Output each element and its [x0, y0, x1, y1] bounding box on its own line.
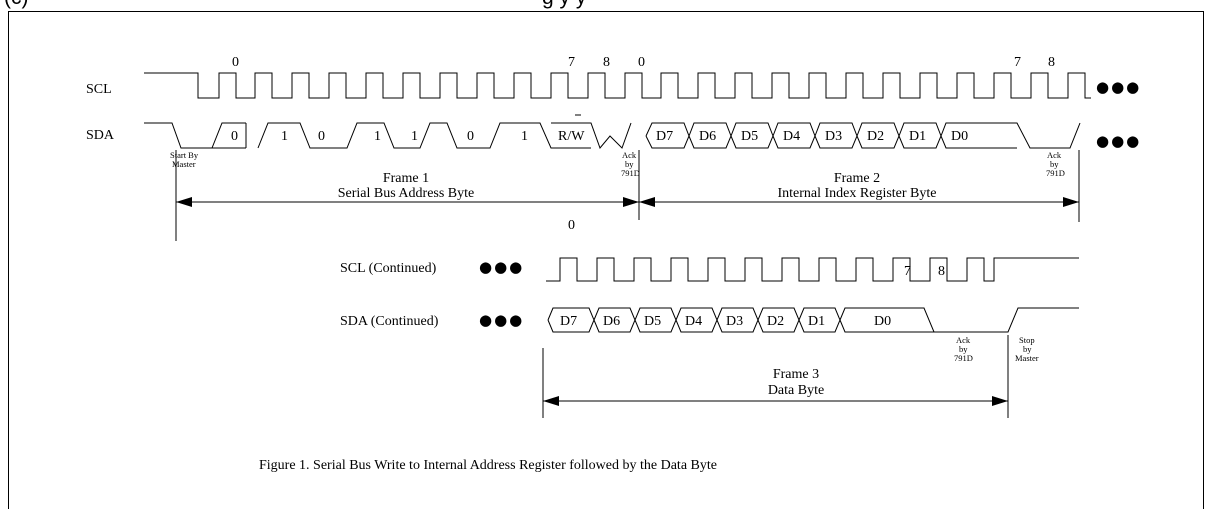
ack-annotation: by — [959, 344, 968, 354]
ellipsis-dots: ●●● — [1096, 78, 1141, 96]
frame2-subtitle: Internal Index Register Byte — [777, 186, 936, 201]
frame3-subtitle: Data Byte — [768, 383, 824, 398]
data-bit: D4 — [783, 129, 800, 144]
header-right-text: g y y — [542, 0, 586, 10]
ack-annotation: 791D — [621, 168, 640, 178]
address-bit: 1 — [521, 129, 528, 144]
data-bit: D1 — [808, 314, 825, 329]
frame2-title: Frame 2 — [834, 171, 880, 186]
clock-number: 0 — [568, 218, 575, 233]
ack-annotation: 791D — [954, 353, 973, 363]
data-bit: D4 — [685, 314, 702, 329]
stop-annotation: by — [1023, 344, 1032, 354]
address-bit: 1 — [281, 129, 288, 144]
ack-annotation: Ack — [622, 150, 637, 160]
ack-annotation: 791D — [1046, 168, 1065, 178]
address-bit: 0 — [318, 129, 325, 144]
frame1-subtitle: Serial Bus Address Byte — [338, 186, 475, 201]
clock-number: 7 — [568, 55, 575, 70]
clock-number: 8 — [603, 55, 610, 70]
data-bit: D3 — [726, 314, 743, 329]
scl-waveform — [144, 72, 1091, 99]
ack-annotation: Ack — [1047, 150, 1062, 160]
clock-number: 8 — [938, 264, 945, 279]
stop-annotation: Master — [1015, 353, 1039, 363]
data-bit: D1 — [909, 129, 926, 144]
header-left-text: (c) — [4, 0, 29, 10]
stop-annotation: Stop — [1019, 335, 1035, 345]
clock-number: 0 — [638, 55, 645, 70]
data-bit: D7 — [560, 314, 577, 329]
start-annotation: Master — [172, 159, 196, 169]
frame1-span-arrow — [176, 197, 639, 207]
clock-number: 7 — [1014, 55, 1021, 70]
address-bit: 0 — [467, 129, 474, 144]
frame1-title: Frame 1 — [383, 171, 429, 186]
address-bit: 0 — [231, 129, 238, 144]
frame2-span-arrow — [639, 197, 1079, 207]
scl-continued-waveform — [546, 257, 1079, 282]
data-bit: D5 — [741, 129, 758, 144]
frame3-title: Frame 3 — [773, 367, 819, 382]
data-bit: D2 — [767, 314, 784, 329]
data-byte-cells-frame2 — [645, 122, 1081, 149]
rw-bit-label: R/W — [558, 129, 585, 144]
figure-caption: Figure 1. Serial Bus Write to Internal A… — [259, 458, 717, 473]
ack-annotation: by — [1050, 159, 1059, 169]
start-annotation: Start By — [170, 150, 199, 160]
ellipsis-dots: ●●● — [1096, 132, 1141, 150]
data-bit: D0 — [874, 314, 891, 329]
ellipsis-dots: ●●● — [479, 258, 524, 276]
sda-waveform — [144, 114, 632, 149]
address-bit: 1 — [411, 129, 418, 144]
ellipsis-dots: ●●● — [479, 311, 524, 329]
address-bit: 1 — [374, 129, 381, 144]
data-bit: D7 — [656, 129, 673, 144]
data-bit: D6 — [699, 129, 716, 144]
sda-label: SDA — [86, 128, 115, 143]
data-bit: D5 — [644, 314, 661, 329]
data-bit: D2 — [867, 129, 884, 144]
data-bit: D6 — [603, 314, 620, 329]
scl-label: SCL — [86, 82, 112, 97]
ack-annotation: by — [625, 159, 634, 169]
clock-number: 7 — [904, 264, 911, 279]
clock-number: 8 — [1048, 55, 1055, 70]
ack-annotation: Ack — [956, 335, 971, 345]
header-strip: (c) g y y — [0, 0, 1212, 22]
clock-number: 0 — [232, 55, 239, 70]
sda-continued-label: SDA (Continued) — [340, 314, 439, 329]
figure-border — [8, 11, 1204, 509]
scl-continued-label: SCL (Continued) — [340, 261, 437, 276]
frame3-span-arrow — [543, 396, 1008, 406]
data-byte-cells-frame3 — [547, 307, 1079, 333]
data-bit: D0 — [951, 129, 968, 144]
data-bit: D3 — [825, 129, 842, 144]
